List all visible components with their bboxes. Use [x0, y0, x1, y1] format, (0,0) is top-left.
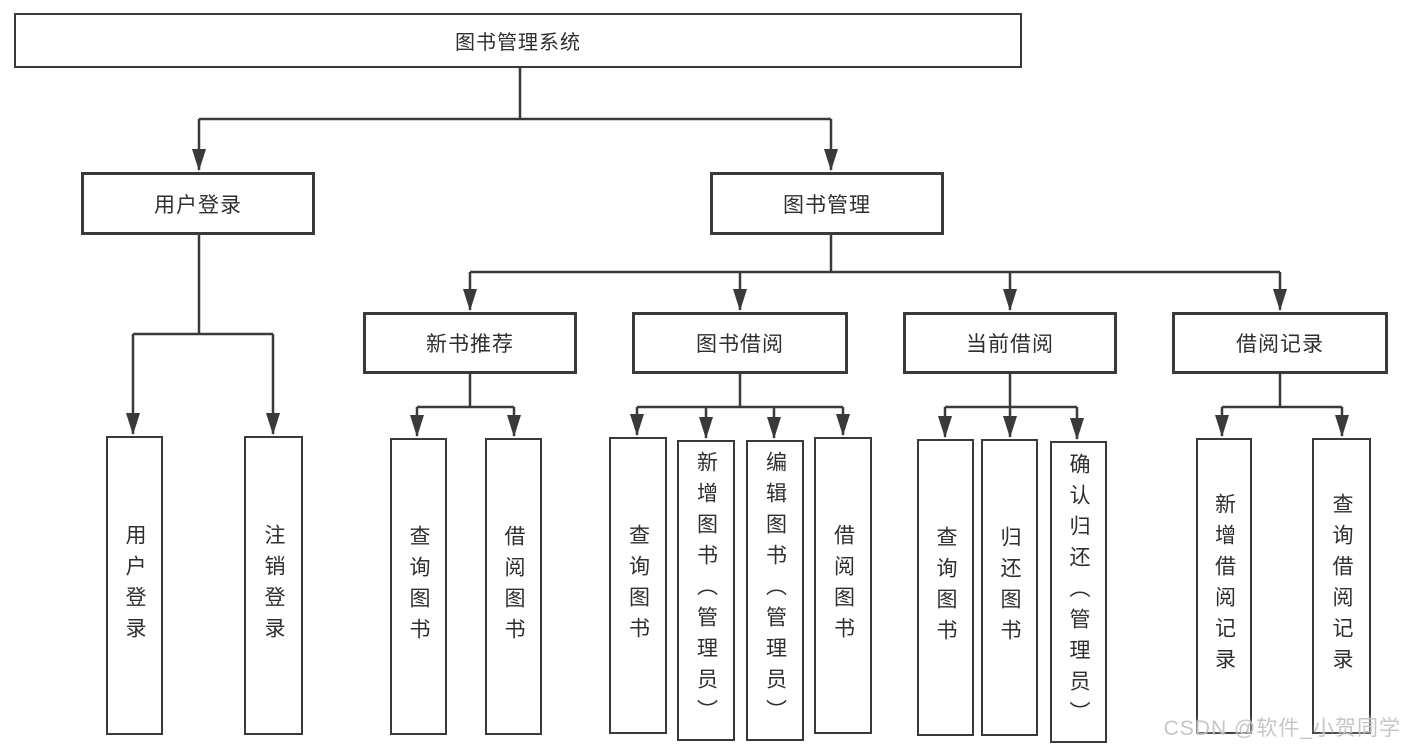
leaf-query-books-3: 查询图书: [917, 439, 974, 736]
leaf-label: 确认归还（管理员）: [1067, 452, 1090, 732]
leaf-label: 借阅图书: [502, 524, 525, 649]
node-book-borrow: 图书借阅: [632, 312, 848, 374]
leaf-edit-books-admin: 编辑图书（管理员）: [746, 440, 804, 741]
leaf-label: 注销登录: [262, 523, 285, 648]
leaf-query-books-2: 查询图书: [609, 437, 667, 734]
node-current-borrow: 当前借阅: [903, 312, 1117, 374]
leaf-borrow-books-1: 借阅图书: [485, 438, 542, 735]
leaf-confirm-return-admin: 确认归还（管理员）: [1050, 441, 1107, 743]
leaf-label: 查询图书: [934, 525, 957, 650]
leaf-label: 新增图书（管理员）: [694, 451, 718, 730]
node-book-management: 图书管理: [710, 172, 944, 235]
leaf-label: 新增借阅记录: [1212, 493, 1236, 679]
leaf-user-login: 用户登录: [106, 436, 163, 735]
node-new-book-recommend: 新书推荐: [363, 312, 577, 374]
leaf-add-books-admin: 新增图书（管理员）: [677, 440, 735, 741]
leaf-label: 查询图书: [407, 524, 430, 649]
leaf-logout: 注销登录: [244, 436, 303, 735]
leaf-label: 借阅图书: [831, 523, 855, 648]
leaf-label: 用户登录: [123, 523, 146, 648]
leaf-query-borrow-record: 查询借阅记录: [1312, 438, 1371, 734]
leaf-label: 归还图书: [998, 525, 1021, 650]
leaf-label: 编辑图书（管理员）: [763, 451, 787, 730]
leaf-query-books-1: 查询图书: [390, 438, 447, 735]
node-borrow-records: 借阅记录: [1172, 312, 1388, 374]
node-user-login-group: 用户登录: [81, 172, 315, 235]
csdn-watermark: CSDN @软件_小贺同学: [1163, 717, 1401, 740]
leaf-add-borrow-record: 新增借阅记录: [1196, 438, 1252, 734]
leaf-label: 查询图书: [626, 523, 650, 648]
leaf-borrow-books-2: 借阅图书: [814, 437, 872, 734]
leaf-label: 查询借阅记录: [1330, 493, 1353, 679]
leaf-return-books: 归还图书: [981, 439, 1038, 736]
node-library-management-system: 图书管理系统: [14, 13, 1022, 68]
